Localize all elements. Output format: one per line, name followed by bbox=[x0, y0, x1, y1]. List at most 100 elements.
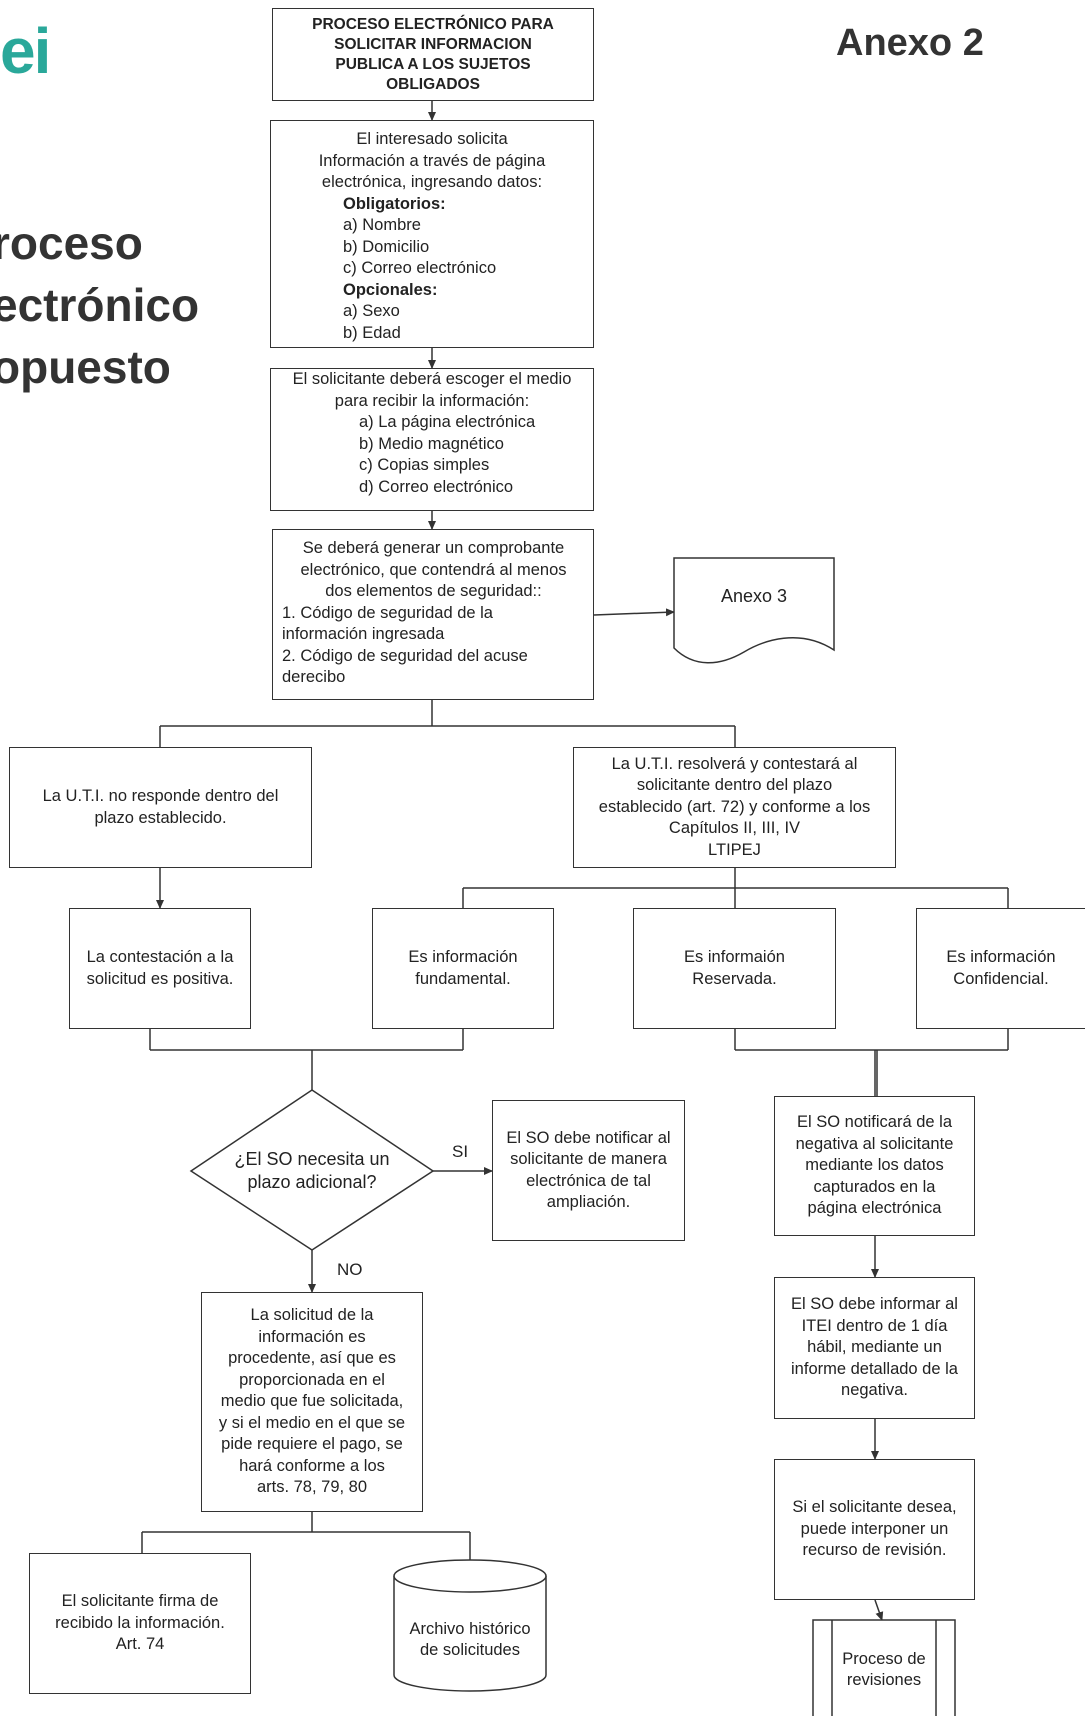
side-title: roceso ectrónico opuesto bbox=[0, 212, 199, 398]
decision-text: ¿El SO necesita un plazo adicional? bbox=[210, 1145, 414, 1197]
archive-text: Archivo histórico de solicitudes bbox=[394, 1605, 546, 1675]
proceed-box: La solicitud de la información es proced… bbox=[201, 1292, 423, 1512]
no-response-box: La U.T.I. no responde dentro del plazo e… bbox=[9, 747, 312, 868]
uti-resolves-text: Capítulos II, III, IV bbox=[668, 819, 801, 838]
signs-text: El solicitante firma de bbox=[61, 1592, 219, 1611]
medium-intro: para recibir la información: bbox=[334, 391, 530, 410]
receipt-intro: Se deberá generar un comprobante bbox=[302, 539, 565, 557]
inform-itei-text: negativa. bbox=[841, 1381, 908, 1400]
mandatory-label: Obligatorios: bbox=[343, 194, 446, 213]
medium-option: d) Correo electrónico bbox=[359, 477, 514, 496]
brand-logo: ei bbox=[0, 15, 51, 87]
archive-line: Archivo histórico bbox=[409, 1619, 531, 1638]
title-box: PROCESO ELECTRÓNICO PARA SOLICITAR INFOR… bbox=[272, 8, 594, 101]
notify-negative-text: El SO notificará de la bbox=[797, 1113, 952, 1132]
mandatory-item: b) Domicilio bbox=[343, 237, 430, 256]
uti-resolves-text: LTIPEJ bbox=[708, 840, 761, 859]
reserved-text: Reservada. bbox=[692, 969, 777, 988]
title-line: PROCESO ELECTRÓNICO PARA bbox=[312, 15, 554, 33]
side-title-line: roceso bbox=[0, 217, 143, 269]
no-response-text: plazo establecido. bbox=[94, 808, 227, 827]
request-intro: Información a través de página bbox=[318, 151, 546, 170]
positive-text: La contestación a la bbox=[86, 948, 234, 966]
optional-label: Opcionales: bbox=[343, 280, 438, 299]
decision-diamond bbox=[189, 1089, 435, 1251]
receipt-item: 2. Código de seguridad del acuse bbox=[282, 646, 528, 665]
optional-item: a) Sexo bbox=[343, 302, 400, 320]
confidential-text: Es información bbox=[946, 948, 1056, 966]
request-intro: electrónica, ingresando datos: bbox=[321, 173, 543, 191]
confidential-box: Es información Confidencial. bbox=[916, 908, 1085, 1029]
inform-itei-text: El SO debe informar al bbox=[791, 1295, 958, 1314]
receipt-intro: dos elementos de seguridad:: bbox=[325, 582, 542, 600]
inform-itei-box: El SO debe informar al ITEI dentro de 1 … bbox=[774, 1277, 975, 1419]
proceed-text: arts. 78, 79, 80 bbox=[256, 1478, 368, 1497]
receipt-intro: electrónico, que contendrá al menos bbox=[300, 560, 567, 579]
side-title-line: opuesto bbox=[0, 341, 171, 393]
review-process-shape bbox=[812, 1619, 956, 1716]
confidential-text: Confidencial. bbox=[953, 969, 1049, 988]
uti-resolves-text: La U.T.I. resolverá y contestará al bbox=[611, 754, 858, 773]
yes-label: SI bbox=[452, 1142, 469, 1161]
archive-line: de solicitudes bbox=[420, 1641, 520, 1659]
positive-box: La contestación a la solicitud es positi… bbox=[69, 908, 251, 1029]
anexo3-label: Anexo 3 bbox=[720, 586, 788, 606]
appeal-text: recurso de revisión. bbox=[802, 1541, 947, 1560]
uti-resolves-text: solicitante dentro del plazo bbox=[636, 776, 833, 795]
fundamental-text: fundamental. bbox=[415, 969, 511, 988]
receipt-item: información ingresada bbox=[282, 625, 445, 643]
proceed-text: información es bbox=[258, 1327, 366, 1346]
title-line: PUBLICA A LOS SUJETOS bbox=[335, 55, 531, 73]
anexo3-document-shape bbox=[673, 557, 835, 664]
appeal-text: Si el solicitante desea, bbox=[792, 1498, 957, 1517]
title-line: SOLICITAR INFORMACION bbox=[334, 35, 532, 53]
medium-intro: El solicitante deberá escoger el medio bbox=[292, 370, 572, 388]
signs-text: recibido la información. bbox=[55, 1613, 225, 1632]
notify-extension-text: electrónica de tal bbox=[526, 1171, 651, 1190]
receipt-item: 1. Código de seguridad de la bbox=[282, 603, 493, 622]
signs-box: El solicitante firma de recibido la info… bbox=[29, 1553, 251, 1694]
proceed-text: hará conforme a los bbox=[239, 1456, 385, 1475]
appeal-box: Si el solicitante desea, puede interpone… bbox=[774, 1459, 975, 1600]
uti-resolves-box: La U.T.I. resolverá y contestará al soli… bbox=[573, 747, 896, 868]
anexo-label: Anexo 2 bbox=[836, 22, 984, 64]
review-process-text: Proceso de revisiones bbox=[832, 1640, 936, 1700]
review-process-line: Proceso de bbox=[842, 1649, 926, 1668]
medium-option: b) Medio magnético bbox=[359, 434, 504, 453]
proceed-text: medio que fue solicitada, bbox=[220, 1392, 404, 1411]
inform-itei-text: hábil, mediante un bbox=[807, 1338, 942, 1357]
mandatory-item: c) Correo electrónico bbox=[343, 259, 497, 277]
proceed-text: La solicitud de la bbox=[250, 1306, 374, 1325]
receipt-item: derecibo bbox=[282, 668, 346, 686]
notify-negative-text: página electrónica bbox=[807, 1199, 942, 1218]
reserved-text: Es informaión bbox=[684, 948, 785, 966]
decision-line: ¿El SO necesita un bbox=[234, 1149, 390, 1169]
inform-itei-text: informe detallado de la bbox=[791, 1359, 958, 1378]
no-response-text: La U.T.I. no responde dentro del bbox=[42, 787, 279, 805]
notify-negative-text: mediante los datos bbox=[805, 1156, 944, 1175]
request-intro: El interesado solicita bbox=[356, 130, 508, 148]
medium-option: c) Copias simples bbox=[359, 456, 490, 474]
proceed-text: pide requiere el pago, se bbox=[221, 1435, 403, 1454]
notify-extension-text: El SO debe notificar al bbox=[506, 1128, 671, 1147]
reserved-box: Es informaión Reservada. bbox=[633, 908, 836, 1029]
side-title-line: ectrónico bbox=[0, 279, 200, 331]
archive-cylinder-shape bbox=[393, 1559, 547, 1692]
notify-extension-text: ampliación. bbox=[546, 1193, 631, 1211]
no-label: NO bbox=[337, 1260, 363, 1279]
positive-text: solicitud es positiva. bbox=[86, 969, 234, 988]
notify-negative-box: El SO notificará de la negativa al solic… bbox=[774, 1096, 975, 1236]
notify-extension-text: solicitante de manera bbox=[510, 1150, 667, 1168]
request-box: El interesado solicita Información a tra… bbox=[270, 120, 594, 348]
signs-text: Art. 74 bbox=[115, 1635, 165, 1654]
mandatory-item: a) Nombre bbox=[343, 216, 421, 234]
medium-option: a) La página electrónica bbox=[359, 413, 536, 431]
proceed-text: y si el medio en el que se bbox=[218, 1413, 406, 1432]
uti-resolves-text: establecido (art. 72) y conforme a los bbox=[598, 797, 871, 816]
notify-extension-box: El SO debe notificar al solicitante de m… bbox=[492, 1100, 685, 1241]
optional-item: b) Edad bbox=[343, 323, 401, 342]
notify-negative-text: capturados en la bbox=[813, 1177, 936, 1196]
review-process-line: revisiones bbox=[846, 1671, 922, 1689]
title-line: OBLIGADOS bbox=[386, 75, 480, 93]
